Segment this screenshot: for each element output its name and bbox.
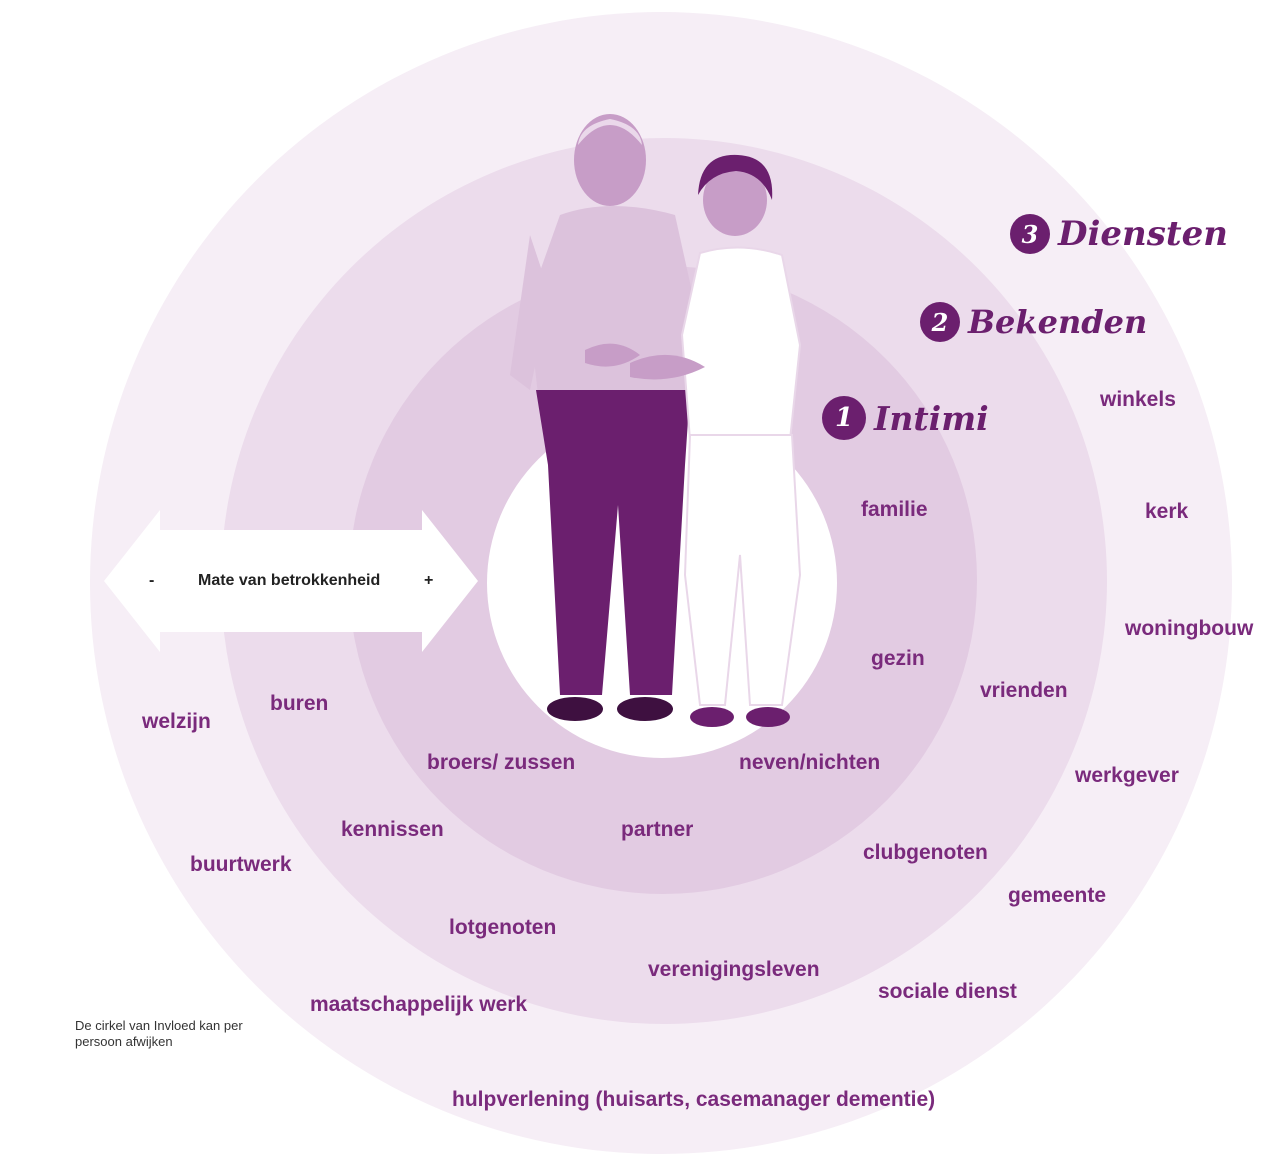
woman-figure (630, 154, 802, 727)
layer-number-badge: 3 (1010, 214, 1050, 254)
term-sociale-dienst: sociale dienst (878, 980, 1017, 1003)
layer-title-text: Diensten (1058, 214, 1228, 254)
layer-title-text: Intimi (874, 398, 989, 438)
term-buurtwerk: buurtwerk (190, 853, 292, 876)
term-buren: buren (270, 692, 329, 715)
term-werkgever: werkgever (1075, 764, 1179, 787)
term-broers-zussen: broers/ zussen (427, 751, 576, 774)
term-welzijn: welzijn (142, 710, 211, 733)
term-hulpverlening: hulpverlening (huisarts, casemanager dem… (452, 1088, 936, 1111)
term-vrienden: vrienden (980, 679, 1068, 702)
man-figure (510, 114, 695, 721)
term-neven-nichten: neven/nichten (739, 751, 881, 774)
term-kennissen: kennissen (341, 818, 444, 841)
layer-number-badge: 1 (822, 396, 866, 440)
term-verenigingsleven: verenigingsleven (648, 958, 820, 981)
term-gezin: gezin (871, 647, 925, 670)
term-woningbouw: woningbouw (1125, 617, 1254, 640)
layer-title-bekenden: 2 Bekenden (920, 302, 1147, 342)
arrow-minus-label: - (149, 572, 155, 589)
layer-title-text: Bekenden (968, 303, 1148, 341)
term-lotgenoten: lotgenoten (449, 916, 557, 939)
term-familie: familie (861, 498, 928, 521)
layer-title-intimi: 1 Intimi (822, 396, 989, 440)
elderly-couple-photo (510, 114, 802, 727)
term-gemeente: gemeente (1008, 884, 1107, 907)
arrow-axis-label: Mate van betrokkenheid (198, 572, 381, 589)
layer-number-badge: 2 (920, 302, 960, 342)
arrow-plus-label: + (424, 572, 434, 589)
term-winkels: winkels (1100, 388, 1176, 411)
term-kerk: kerk (1145, 500, 1189, 523)
term-clubgenoten: clubgenoten (863, 841, 988, 864)
double-arrow-icon (104, 510, 478, 652)
footnote: De cirkel van Invloed kan per persoon af… (75, 1018, 243, 1049)
layer-title-diensten: 3 Diensten (1010, 214, 1228, 254)
term-maatschappelijk-werk: maatschappelijk werk (310, 993, 528, 1016)
term-partner: partner (621, 818, 694, 841)
